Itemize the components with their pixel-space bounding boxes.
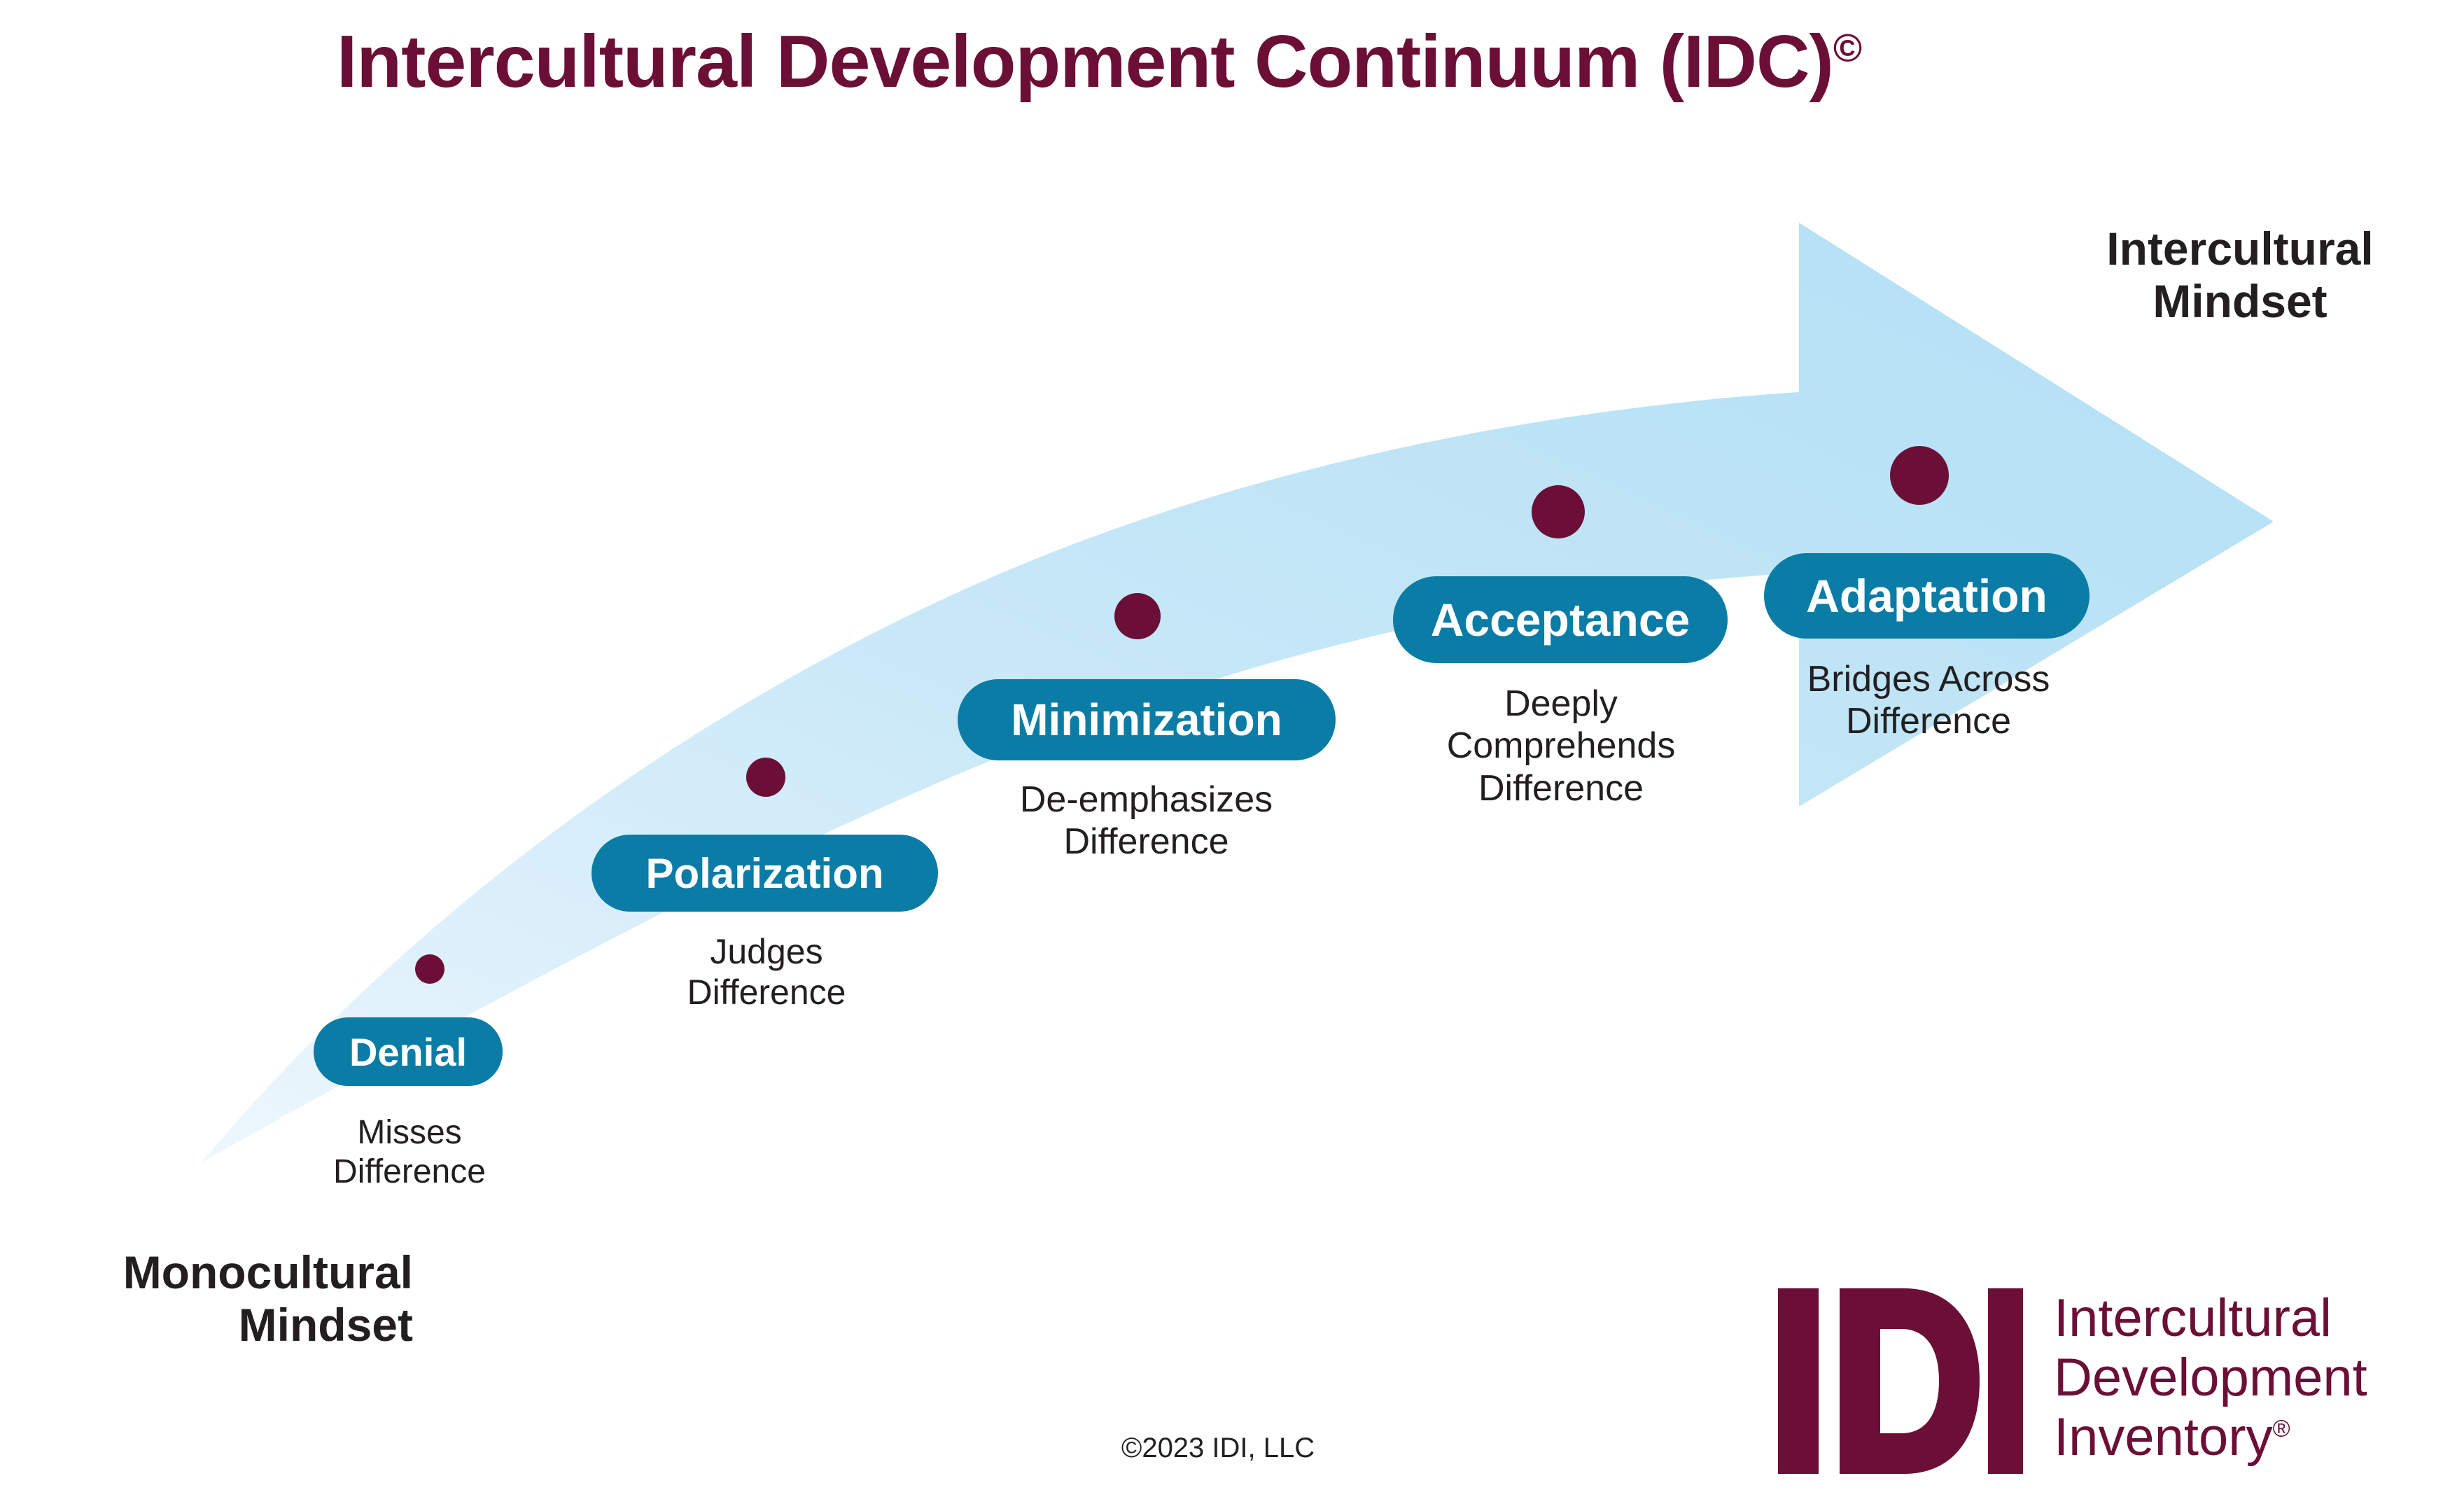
stage-description-denial: Misses Difference — [333, 1114, 486, 1190]
registered-mark-icon: ® — [2272, 1415, 2290, 1442]
stage-marker-dot-icon — [1890, 446, 1949, 505]
stage-marker-dot-icon — [746, 758, 785, 797]
stage-description-acceptance: Deeply Comprehends Difference — [1446, 683, 1676, 809]
stage-description-polarization: Judges Difference — [687, 932, 846, 1012]
idi-wordmark-line-3: Inventory — [2054, 1407, 2273, 1468]
stage-pill-minimization[interactable]: Minimization — [958, 679, 1336, 760]
stage-pill-denial[interactable]: Denial — [314, 1017, 503, 1086]
monocultural-mindset-label: Monocultural Mindset — [122, 1246, 413, 1351]
page-title: Intercultural Development Continuum (IDC… — [0, 20, 2198, 104]
stage-pill-polarization[interactable]: Polarization — [592, 835, 938, 912]
idi-wordmark-line-2: Development — [2054, 1348, 2367, 1408]
stage-marker-dot-icon — [1114, 593, 1161, 639]
idi-monogram-icon — [1778, 1288, 2023, 1474]
intercultural-mindset-label: Intercultural Mindset — [2106, 223, 2374, 327]
idi-logo: Intercultural Development Inventory® — [1778, 1288, 2367, 1474]
idi-wordmark: Intercultural Development Inventory® — [2054, 1288, 2367, 1467]
stage-marker-dot-icon — [415, 954, 444, 984]
stage-marker-dot-icon — [1532, 485, 1585, 538]
idi-wordmark-line-1: Intercultural — [2054, 1288, 2332, 1348]
copyright-notice: ©2023 IDI, LLC — [1121, 1433, 1315, 1463]
idi-wordmark-line-3-wrap: Inventory® — [2054, 1407, 2367, 1467]
page-title-text: Intercultural Development Continuum (IDC… — [336, 20, 1834, 103]
stage-description-adaptation: Bridges Across Difference — [1807, 659, 2050, 742]
page-title-copyright-superscript: © — [1833, 25, 1862, 70]
stage-pill-adaptation[interactable]: Adaptation — [1764, 553, 2090, 639]
stage-pill-acceptance[interactable]: Acceptance — [1393, 576, 1728, 663]
stage-description-minimization: De-emphasizes Difference — [1019, 779, 1273, 863]
